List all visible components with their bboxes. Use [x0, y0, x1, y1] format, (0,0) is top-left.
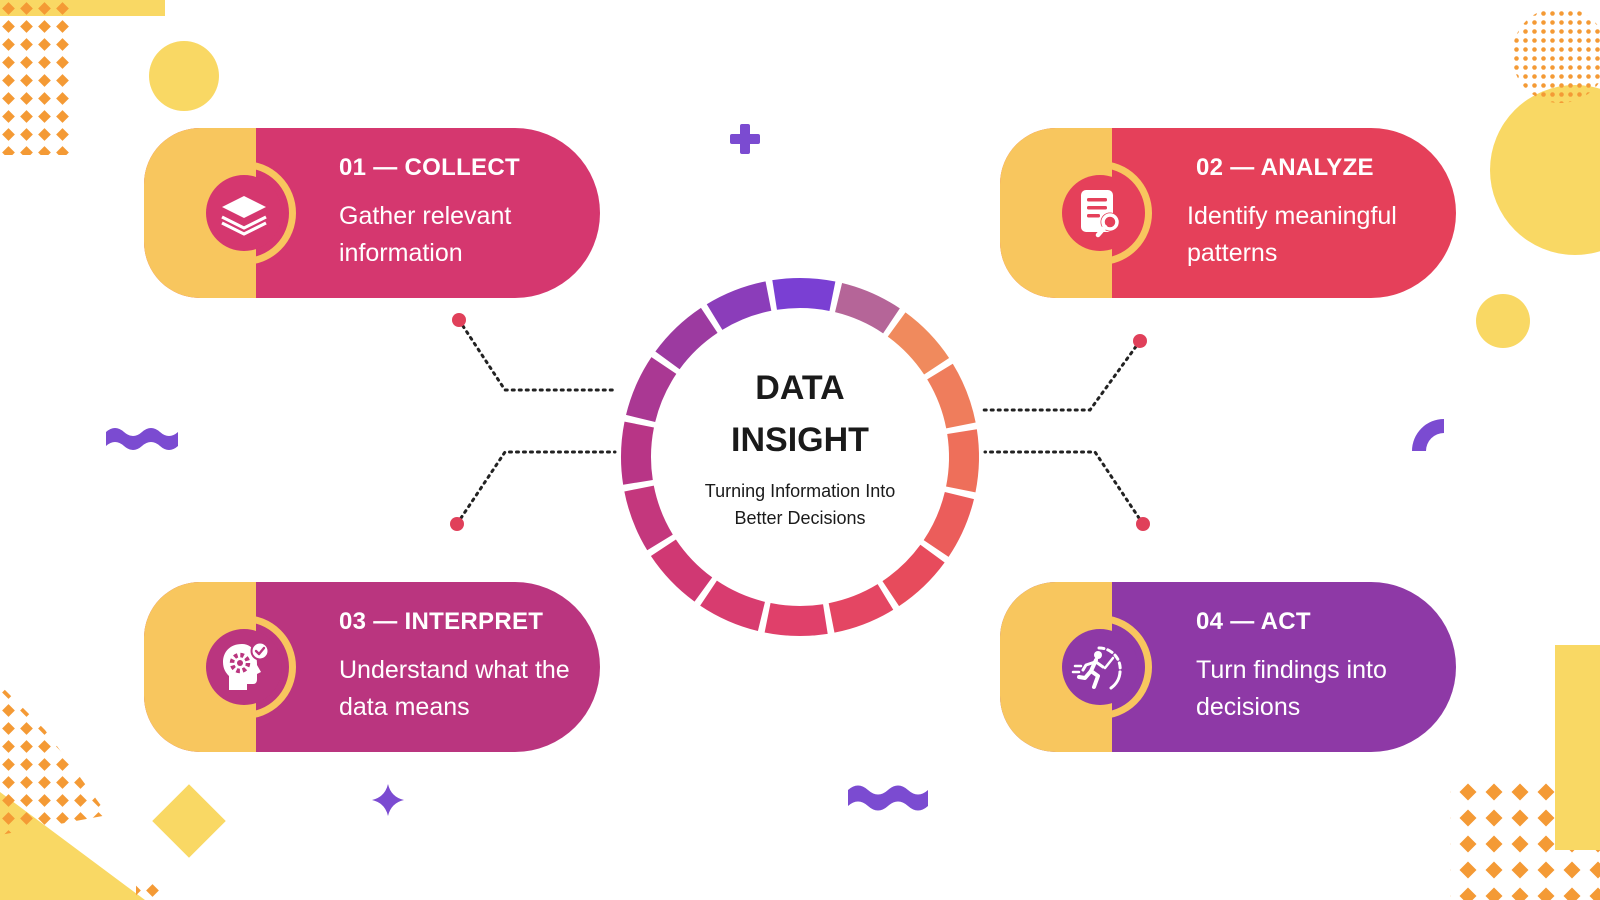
purple-wave-shape-bottom	[848, 785, 928, 811]
center-subtitle: Turning Information Into Better Decision…	[704, 481, 896, 528]
running-person-speedometer-icon	[1071, 646, 1122, 690]
ring-segment	[887, 312, 950, 375]
step-card-analyze: 02 — ANALYZE Identify meaningful pattern…	[1000, 128, 1456, 298]
ring-segment	[650, 539, 713, 602]
ring-segment	[926, 363, 976, 429]
connector-line-act	[983, 450, 1145, 526]
ring-segment	[828, 583, 894, 633]
ring-segment	[945, 429, 979, 493]
ring-segment	[834, 283, 900, 334]
connector-dot-collect	[452, 313, 466, 327]
step-description: Turn findings into decisions	[1196, 656, 1387, 721]
ring-segment	[626, 357, 677, 423]
step-card-interpret: 03 — INTERPRET Understand what the data …	[144, 582, 600, 752]
ring-segment	[764, 602, 828, 636]
icon-ring	[1048, 161, 1152, 265]
step-title: 04 — ACT	[1196, 608, 1311, 635]
head-gear-check-icon	[223, 641, 270, 690]
yellow-large-circle-shape	[1490, 85, 1600, 255]
icon-disc	[206, 629, 282, 705]
connector-dot-interpret	[450, 517, 464, 531]
step-card-act: 04 — ACT Turn findings into decisions	[1000, 582, 1456, 752]
purple-wave-shape-left	[106, 428, 178, 450]
purple-star-shape	[372, 784, 404, 816]
ring-segment	[882, 544, 945, 607]
step-description: Gather relevant information	[339, 202, 512, 267]
yellow-vertical-bar-shape	[1555, 645, 1600, 850]
step-description: Identify meaningful patterns	[1187, 202, 1397, 267]
step-title: 01 — COLLECT	[339, 154, 520, 181]
connector-line-collect	[457, 318, 617, 392]
orange-halftone-shape	[1512, 7, 1600, 103]
yellow-circle-shape	[149, 41, 219, 111]
ring-segment	[655, 307, 718, 370]
orange-dot-grid-shape	[0, 0, 72, 155]
document-search-icon	[1081, 190, 1120, 238]
connector-dot-act	[1136, 517, 1150, 531]
ring-segment	[706, 281, 772, 331]
step-title: 02 — ANALYZE	[1196, 154, 1374, 181]
connector-line-interpret	[455, 450, 617, 526]
orange-dot-cluster-shape	[0, 685, 108, 835]
center-title: DATA INSIGHT	[731, 369, 869, 459]
icon-disc	[1062, 175, 1138, 251]
icon-ring	[1048, 615, 1152, 719]
ring-segment	[700, 580, 766, 631]
connector-line-analyze	[980, 339, 1142, 412]
stacked-layers-icon	[221, 196, 267, 236]
connector-dot-analyze	[1133, 334, 1147, 348]
icon-ring	[192, 161, 296, 265]
yellow-diamond-shape	[152, 784, 226, 858]
purple-quarter-ring-shape	[1412, 419, 1444, 451]
step-card-collect: 01 — COLLECT Gather relevant information	[144, 128, 600, 298]
icon-ring	[192, 615, 296, 719]
center-label: DATA INSIGHT Turning Information Into Be…	[660, 362, 940, 532]
segmented-ring	[621, 278, 979, 636]
orange-dot-fragment-shape	[136, 880, 164, 900]
ring-segment	[772, 278, 836, 312]
step-description: Understand what the data means	[339, 656, 570, 721]
ring-segment	[624, 485, 674, 551]
icon-disc	[206, 175, 282, 251]
yellow-small-circle-shape	[1476, 294, 1530, 348]
ring-segment	[923, 491, 974, 557]
icon-disc	[1062, 629, 1138, 705]
step-title: 03 — INTERPRET	[339, 608, 544, 635]
ring-segment	[621, 421, 655, 485]
purple-plus-shape	[730, 124, 760, 154]
